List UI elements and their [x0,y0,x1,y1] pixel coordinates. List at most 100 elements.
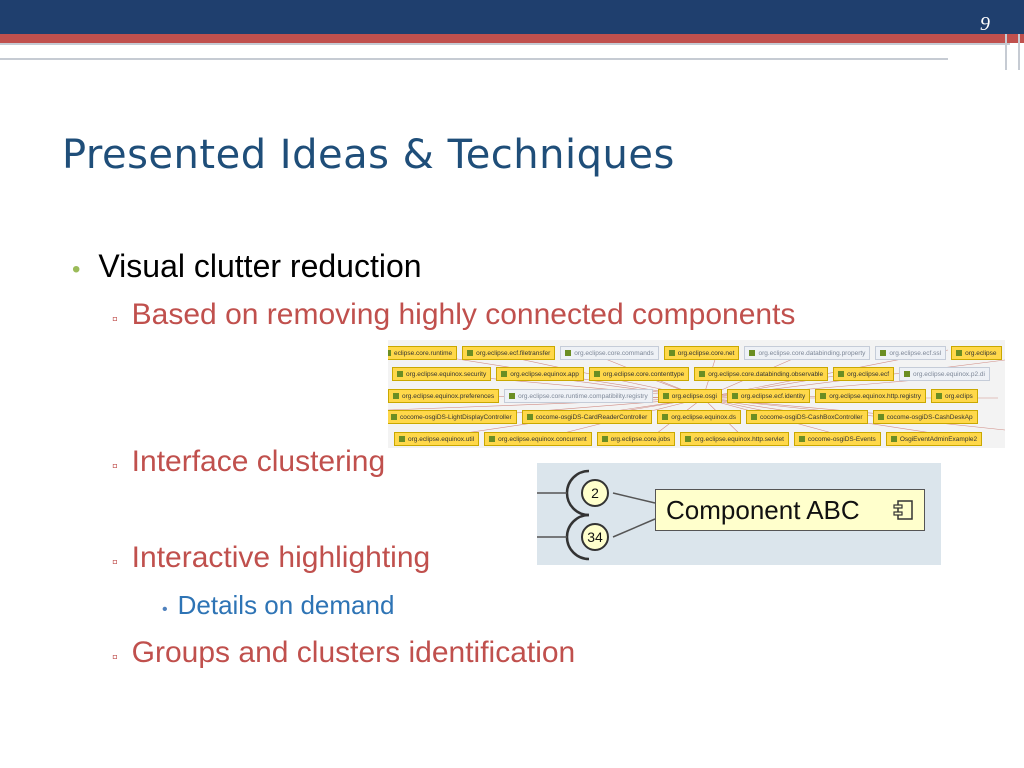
cluster-node: cocome-osgiDS-CashDeskAp [872,410,978,424]
component-box[interactable]: Component ABC [655,489,925,531]
bundle-icon [397,371,403,377]
cluster-node: org.eclips [930,389,978,403]
bundle-icon [565,350,572,356]
header-rule-vertical [1005,34,1007,70]
bullet-text: Visual clutter reduction [98,248,422,284]
cluster-row-1: eclipse.core.runtime org.eclipse.ecf.file… [388,346,1002,360]
cluster-node-label: org.eclipse.core.databinding.observable [708,370,824,378]
cluster-node: org.eclipse.ecf.filetransfer [462,346,556,360]
bundle-icon [399,436,405,442]
cluster-row-5: org.eclipse.equinox.util org.eclipse.equi… [394,432,983,446]
cluster-node: org.eclipse.equinox.http.registry [815,389,926,403]
header-rule [0,43,1010,45]
cluster-node: org.eclipse.ecf.identity [726,389,811,403]
cluster-node-label: OsgiEventAdminExample2 [899,435,978,443]
cluster-row-2: org.eclipse.equinox.security org.eclipse.… [392,367,990,381]
cluster-node-label: cocome-osgiDS-Events [807,435,876,443]
bundle-icon [668,350,675,356]
cluster-node-label: org.eclipse.core.databinding.property [758,349,866,357]
cluster-node-label: org.eclipse [965,349,997,357]
bundle-icon [391,414,397,420]
header-rule-vertical-2 [1018,34,1020,70]
cluster-node-label: org.eclipse.equinox.concurrent [498,435,587,443]
bundle-icon [593,371,600,377]
cluster-node: OsgiEventAdminExample2 [885,432,983,446]
bullet-interface-clustering: ▫ Interface clustering [112,445,385,479]
bullet-removing-components: ▫ Based on removing highly connected com… [112,298,795,332]
bundle-icon [393,393,399,399]
cluster-row-3: org.eclipse.equinox.preferences org.eclip… [388,389,978,403]
header-accent-band [0,34,1024,43]
cluster-node-label: org.eclipse.equinox.preferences [402,392,495,400]
cluster-node-label: org.eclipse.core.commands [574,349,654,357]
cluster-node: org.eclipse.equinox.app [496,367,584,381]
slide-title: Presented Ideas & Techniques [62,132,675,178]
cluster-node-label: org.eclipse.core.net [677,349,735,357]
cluster-node-label: org.eclips [944,392,973,400]
cluster-node: org.eclipse.core.commands [560,346,659,360]
component-interface-image: 2 34 Component ABC [537,463,941,565]
cluster-graph-image: eclipse.core.runtime org.eclipse.ecf.file… [388,340,1005,448]
cluster-node: cocome-osgiDS-Events [793,432,881,446]
cluster-node: org.eclipse.equinox.concurrent [484,432,592,446]
cluster-node-label: org.eclipse.core.jobs [610,435,671,443]
bundle-icon [501,371,508,377]
cluster-node-label: org.eclipse.core.runtime.compatibility.r… [518,392,648,400]
cluster-node-label: org.eclipse.equinox.util [408,435,475,443]
cluster-node: org.eclipse.equinox.http.servlet [680,432,789,446]
bullet-text: Interface clustering [131,445,386,478]
cluster-node: org.eclipse.core.net [663,346,740,360]
bundle-icon [526,414,533,420]
cluster-node-label: org.eclipse.ecf.filetransfer [476,349,551,357]
bundle-icon [662,393,669,399]
slide-number: 9 [980,13,990,35]
cluster-node: org.eclipse.equinox.security [392,367,492,381]
bundle-icon [820,393,827,399]
header-rule-2 [0,58,948,60]
bullet-text: Based on removing highly connected compo… [131,298,796,331]
cluster-node: org.eclipse [951,346,1002,360]
bundle-icon [699,371,706,377]
cluster-node-label: org.eclipse.equinox.app [510,370,579,378]
cluster-node: org.eclipse.core.jobs [596,432,676,446]
cluster-node: cocome-osgiDS-LightDisplayController [388,410,517,424]
bullet-marker: ▫ [112,554,118,571]
cluster-node: org.eclipse.equinox.util [394,432,480,446]
bullet-text: Details on demand [177,590,395,620]
interface-badge-1[interactable]: 2 [581,479,609,507]
cluster-node: org.eclipse.core.contenttype [588,367,690,381]
bundle-icon [838,371,845,377]
interface-connectors [537,469,656,561]
cluster-node: org.eclipse.ecf.ssl [875,346,947,360]
cluster-node: org.eclipse.equinox.p2.di [899,367,990,381]
cluster-node-label: org.eclipse.equinox.http.registry [829,392,921,400]
bullet-marker: • [72,256,81,283]
bullet-details-on-demand: • Details on demand [162,590,394,621]
cluster-node-label: org.eclipse.equinox.security [406,370,487,378]
bundle-icon [750,414,757,420]
cluster-node-label: cocome-osgiDS-CardReaderController [535,413,648,421]
bundle-icon [880,350,887,356]
header-band [0,0,1024,34]
bullet-marker: ▫ [112,311,118,328]
cluster-node: cocome-osgiDS-CardReaderController [521,410,653,424]
bullet-text: Interactive highlighting [131,541,431,574]
bullet-interactive-highlighting: ▫ Interactive highlighting [112,541,430,575]
interface-badge-2[interactable]: 34 [581,523,609,551]
cluster-node: eclipse.core.runtime [388,346,458,360]
bullet-groups-clusters: ▫ Groups and clusters identification [112,636,575,670]
bundle-icon [467,350,474,356]
cluster-node: org.eclipse.equinox.ds [657,410,741,424]
bullet-marker: • [162,601,168,618]
bullet-marker: ▫ [112,649,118,666]
cluster-node: org.eclipse.core.databinding.property [744,346,871,360]
cluster-node-label: org.eclipse.ecf [847,370,890,378]
bullet-text: Groups and clusters identification [131,636,576,669]
bundle-icon [509,393,516,399]
bundle-icon [489,436,496,442]
bundle-icon [890,436,897,442]
cluster-node-label: eclipse.core.runtime [394,349,453,357]
cluster-node-label: org.eclipse.ecf.identity [740,392,806,400]
cluster-node: cocome-osgiDS-CashBoxController [745,410,868,424]
cluster-row-4: cocome-osgiDS-LightDisplayController coco… [388,410,978,424]
